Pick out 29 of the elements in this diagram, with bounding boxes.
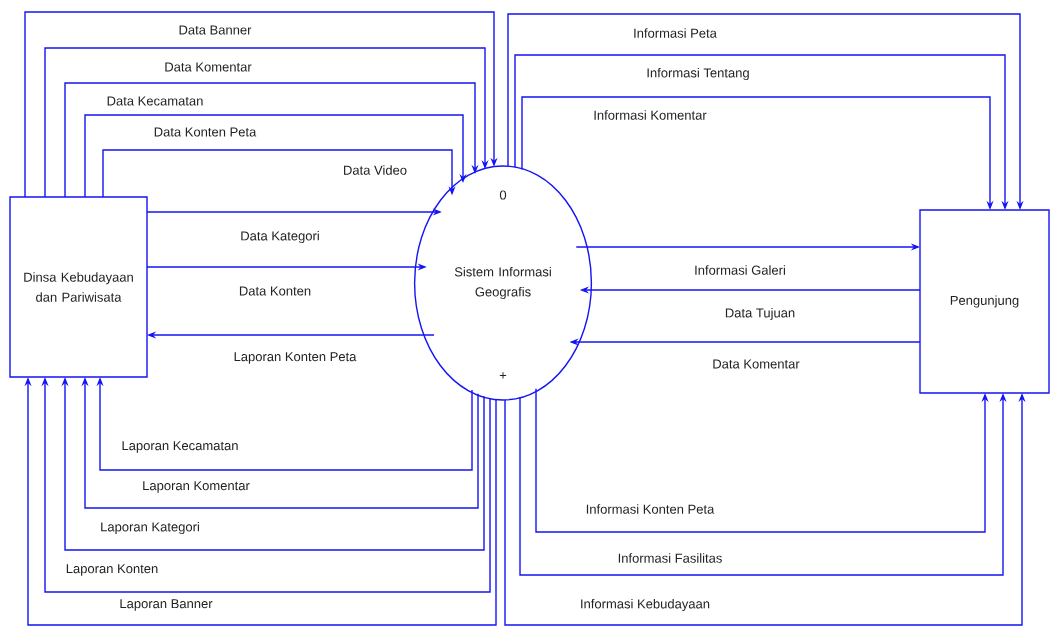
flow-label: Data Konten — [237, 285, 313, 297]
flow-label: Data Banner — [177, 24, 253, 36]
flow-label: Laporan Banner — [118, 598, 214, 612]
flow-label: Data Komentar — [711, 358, 801, 370]
arrow — [24, 11, 498, 198]
flow-label: Informasi Fasilitas — [616, 552, 724, 564]
flow-label: Laporan Komentar — [141, 480, 251, 494]
arrow — [64, 82, 479, 198]
flow-label: Data Kategori — [239, 229, 321, 245]
flow-label: Informasi Kebudayaan — [578, 597, 712, 613]
flow-label: Data Komentar — [163, 61, 253, 73]
flow-label: Laporan Kategori — [99, 520, 201, 536]
flow-label: Data Kecamatan — [105, 95, 205, 107]
entity-box: Dinsa Kebudayaan dan Pariwisata — [9, 196, 148, 378]
flow-label: Informasi Komentar — [592, 109, 708, 121]
arrow — [102, 149, 456, 198]
flow-label: Data Konten Peta — [152, 126, 258, 138]
arrow — [84, 114, 467, 198]
entity-box: Pengunjung — [919, 209, 1050, 394]
flow-label: Laporan Konten Peta — [232, 351, 358, 365]
flow-label: Laporan Konten — [64, 563, 160, 577]
flow-label: Informasi Peta — [632, 27, 718, 39]
flow-label: Informasi Galeri — [693, 264, 787, 276]
flow-label: Informasi Konten Peta — [584, 503, 716, 515]
flow-label: Informasi Tentang — [645, 66, 751, 82]
flow-label: Data Video — [341, 164, 409, 176]
arrow — [44, 47, 489, 198]
flow-label: Laporan Kecamatan — [120, 440, 240, 454]
flow-label: Data Tujuan — [723, 306, 797, 322]
